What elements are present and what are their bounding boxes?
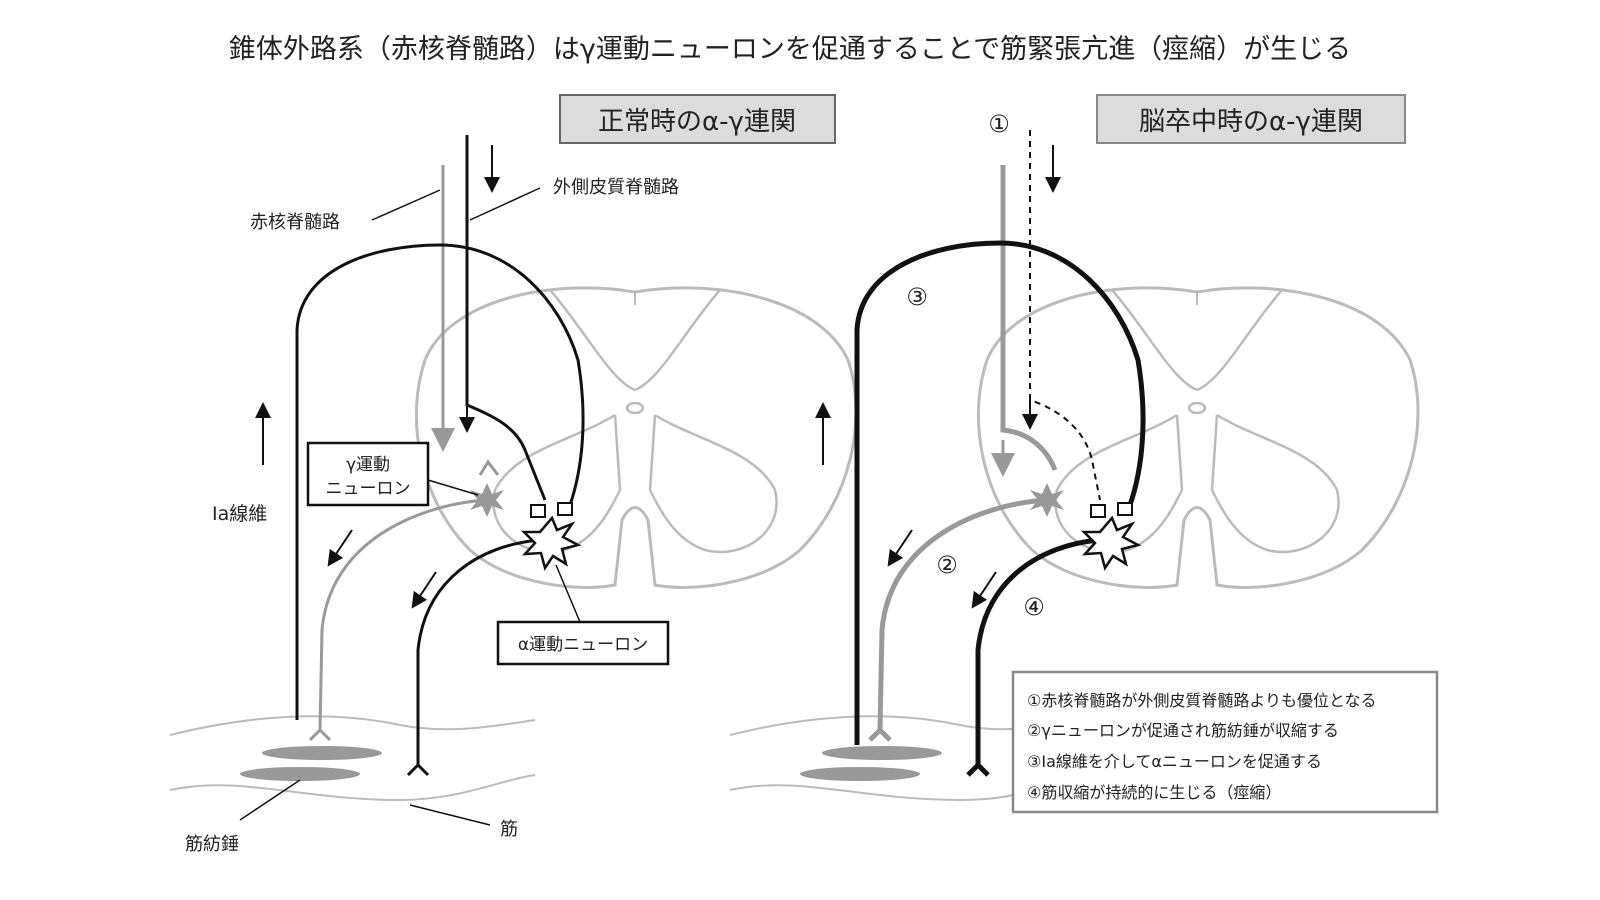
alpha-efferent — [406, 538, 541, 777]
gamma-neuron-star-icon — [470, 483, 504, 517]
corticospinal-tract-dashed — [1029, 130, 1101, 501]
muscle-outline — [169, 715, 536, 802]
legend-box — [1011, 670, 1439, 814]
down-arrow-icon — [327, 529, 353, 567]
alpha-neuron-star-icon — [520, 515, 582, 571]
marker-4: ④ — [1023, 593, 1045, 621]
muscle-label: 筋 — [500, 819, 518, 840]
legend-item-3: ③Ia線維を介してαニューロンを促通する — [1027, 752, 1322, 771]
down-arrow-icon — [411, 571, 437, 609]
ia-fiber-label: Ia線維 — [212, 503, 267, 525]
gamma-neuron-star-icon — [1030, 483, 1064, 517]
spindle-icon — [800, 767, 920, 781]
title: 錐体外路系（赤核脊髄路）はγ運動ニューロンを促通することで筋緊張亢進（痙縮）が生… — [229, 34, 1351, 65]
right-heading: 脳卒中時のα-γ連関 — [1139, 107, 1363, 137]
alpha-efferent — [966, 537, 1101, 777]
marker-2: ② — [936, 551, 958, 579]
spindle-label: 筋紡錘 — [185, 834, 239, 855]
spinal-cord — [976, 286, 1420, 589]
left-heading: 正常時のα-γ連関 — [598, 107, 796, 137]
gamma-neuron-label-2: ニューロン — [326, 479, 411, 499]
spindle-icon — [240, 767, 360, 781]
legend-item-4: ④筋収縮が持続的に生じる（痙縮） — [1027, 783, 1281, 802]
gamma-efferent — [868, 497, 1046, 742]
down-arrow-icon — [887, 529, 913, 567]
alpha-neuron-label: α運動ニューロン — [518, 635, 648, 655]
marker-3: ③ — [906, 283, 928, 311]
down-arrow-icon — [971, 571, 997, 609]
corticospinal-label: 外側皮質脊髄路 — [553, 177, 679, 198]
legend-item-2: ②γニューロンが促通され筋紡錘が収縮する — [1027, 721, 1339, 740]
corticospinal-tract — [465, 135, 547, 501]
ia-fiber — [295, 243, 585, 720]
rubrospinal-label: 赤核脊髄路 — [250, 212, 340, 233]
alpha-neuron-star-icon — [1080, 515, 1142, 571]
right-panel: 脳卒中時のα-γ連関 ① ② ③ ④ ①赤核脊髄路が外側皮質脊髄路よりも優位とな… — [729, 94, 1439, 814]
ia-fiber — [854, 240, 1146, 745]
gamma-efferent — [308, 498, 486, 742]
left-panel: 正常時のα-γ連関 赤核脊髄路 外側皮質脊髄路 Ia線維 γ運動 — [169, 94, 858, 855]
gamma-neuron-label: γ運動 — [346, 455, 390, 475]
spindle-icon — [262, 746, 382, 760]
marker-1: ① — [988, 110, 1010, 138]
legend-item-1: ①赤核脊髄路が外側皮質脊髄路よりも優位となる — [1027, 691, 1377, 710]
spindle-icon — [822, 746, 942, 760]
spinal-cord — [414, 286, 858, 589]
rubrospinal-tract — [1000, 165, 1058, 471]
